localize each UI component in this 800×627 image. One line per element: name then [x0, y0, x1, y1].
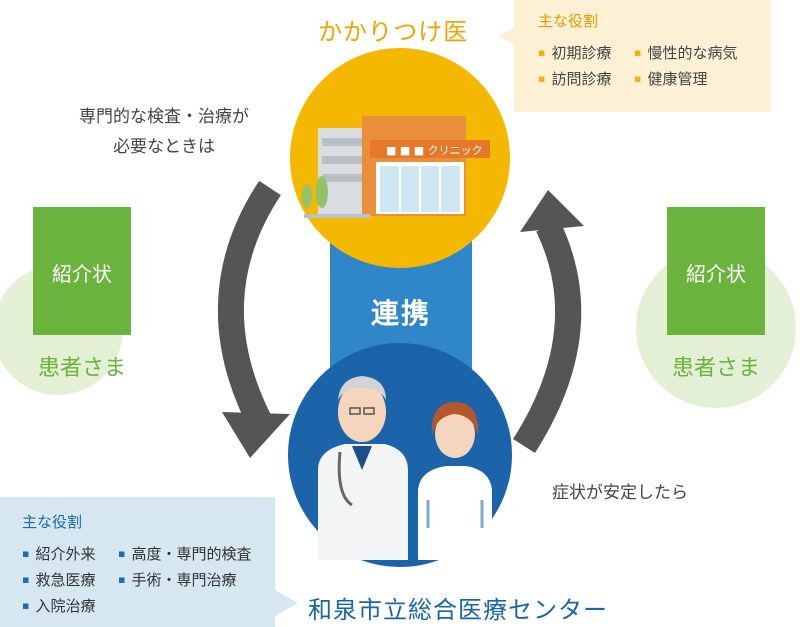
- hospital-role-item: 紹介外来: [22, 543, 95, 564]
- hospital-role-item: 入院治療: [22, 595, 95, 616]
- left-referral-letter: [33, 207, 131, 335]
- clinic-roles-pointer: [498, 28, 514, 44]
- hospital-role-item: 救急医療: [22, 569, 95, 590]
- return-condition-text: 症状が安定したら: [552, 483, 688, 503]
- refer-down-arrow: [217, 180, 281, 433]
- clinic-roles-title: 主な役割: [538, 12, 599, 30]
- hospital-role-item: 手術・専門治療: [118, 569, 236, 590]
- right-patient-label: 患者さま: [671, 356, 760, 381]
- refer-condition-text: 専門的な検査・治療が 必要なときは: [54, 102, 274, 162]
- doctor-icon: [318, 376, 408, 560]
- refer-condition-line1: 専門的な検査・治療が: [79, 107, 249, 127]
- nurse-icon: [418, 402, 492, 560]
- hospital-role-item: 高度・専門的検査: [118, 543, 251, 564]
- left-referral-letter-label: 紹介状: [52, 262, 112, 286]
- clinic-role-item: 健康管理: [634, 68, 707, 89]
- clinic-role-item: 訪問診療: [538, 68, 611, 89]
- clinic-title: かかりつけ医: [318, 18, 469, 46]
- hospital-roles-title: 主な役割: [22, 513, 83, 531]
- clinic-roles-box: 主な役割 初期診療 慢性的な病気 訪問診療 健康管理: [514, 0, 771, 112]
- return-up-arrow: [513, 220, 582, 453]
- clinic-role-item: 初期診療: [538, 42, 611, 63]
- return-up-arrowhead: [520, 190, 584, 232]
- refer-condition-line2: 必要なときは: [113, 137, 215, 157]
- refer-down-arrowhead: [222, 412, 290, 458]
- clinic-role-item: 慢性的な病気: [634, 42, 737, 63]
- right-referral-letter-label: 紹介状: [686, 262, 746, 286]
- right-referral-letter: [667, 207, 765, 335]
- clinic-building-icon: [302, 116, 490, 218]
- hospital-roles-pointer: [275, 590, 298, 616]
- left-patient-label: 患者さま: [37, 356, 126, 381]
- hospital-roles-box: 主な役割 紹介外来 高度・専門的検査 救急医療 手術・専門治療 入院治療: [0, 497, 275, 627]
- cooperation-label: 連携: [370, 297, 431, 330]
- hospital-name: 和泉市立総合医療センター: [308, 596, 608, 624]
- clinic-sign-text: ■ ■ ■ クリニック: [386, 144, 483, 157]
